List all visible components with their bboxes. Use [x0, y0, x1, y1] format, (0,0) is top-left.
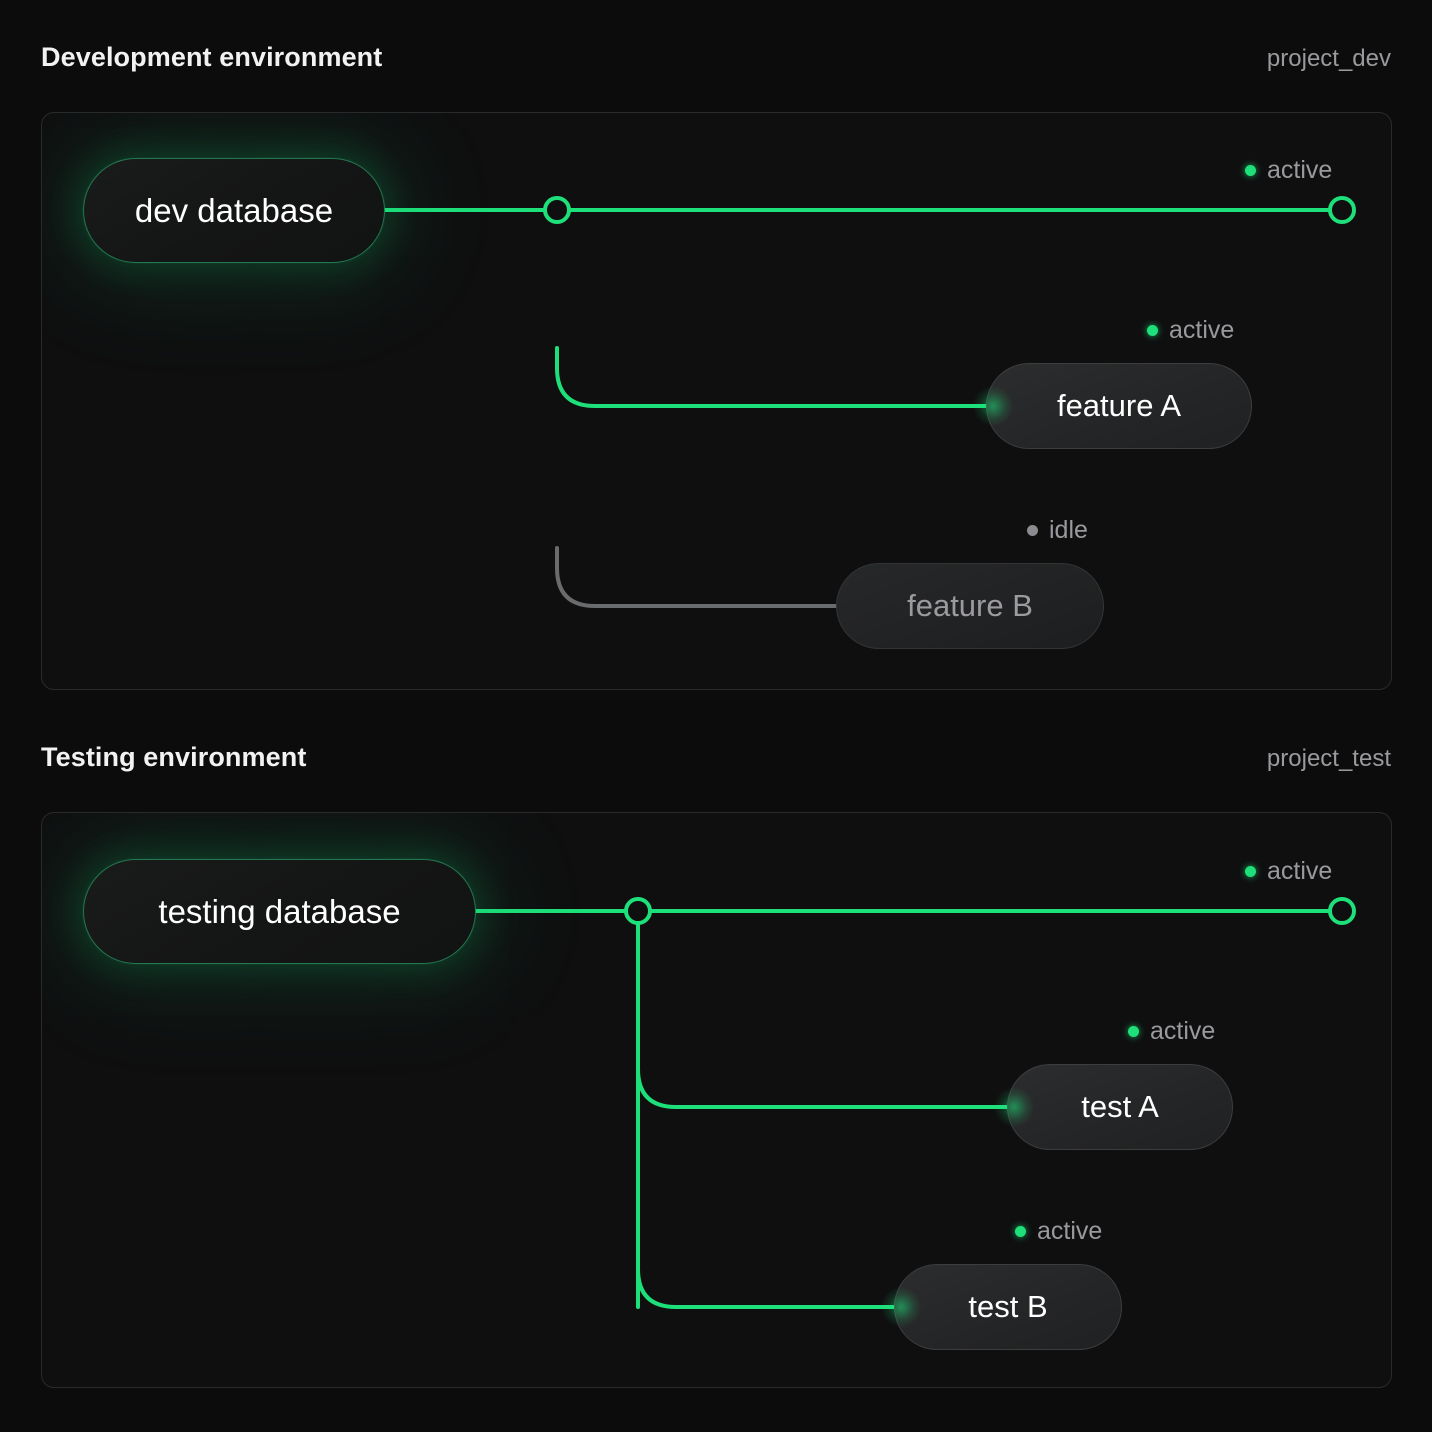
node-testing-database-label: testing database — [158, 892, 401, 930]
endpoint-node-testing[interactable] — [1328, 897, 1356, 925]
graph-panel-testing: testing database active active test A — [41, 812, 1392, 1388]
node-test-a-label: test A — [1081, 1089, 1159, 1124]
status-label-endpoint-testing: active — [1267, 857, 1333, 885]
project-name-testing: project_test — [1266, 745, 1391, 772]
status-label-test-b: active — [1037, 1217, 1103, 1245]
node-feature-b[interactable]: feature B — [836, 563, 1104, 649]
endpoint-node-development[interactable] — [1328, 196, 1356, 224]
edge-branch-feature-b — [555, 546, 840, 608]
edge-branch-feature-a — [555, 346, 991, 408]
node-feature-a[interactable]: feature A — [986, 363, 1252, 449]
node-test-b-label: test B — [968, 1289, 1048, 1324]
section-header-testing: Testing environment project_test — [41, 742, 1391, 782]
section-testing-environment: Testing environment project_test — [0, 700, 1432, 1432]
status-label-test-a: active — [1150, 1017, 1216, 1045]
status-dot-active-icon — [1245, 165, 1256, 176]
edge-branch-test-a — [636, 1047, 1012, 1109]
connection-lines-testing — [474, 897, 1356, 1309]
status-label-endpoint-development: active — [1267, 156, 1333, 184]
connection-lines-development — [383, 196, 1356, 608]
junction-node-development[interactable] — [543, 196, 571, 224]
section-header-development: Development environment project_dev — [41, 42, 1391, 82]
status-badge-test-b: active — [1015, 1219, 1102, 1244]
status-dot-active-icon — [1245, 866, 1256, 877]
graph-canvas-testing: testing database active active test A — [42, 813, 1391, 1387]
status-badge-feature-a: active — [1147, 318, 1234, 343]
node-feature-a-label: feature A — [1056, 388, 1182, 423]
status-dot-active-icon — [1128, 1026, 1139, 1037]
junction-node-testing[interactable] — [624, 897, 652, 925]
node-test-a[interactable]: test A — [1007, 1064, 1233, 1150]
status-dot-idle-icon — [1027, 525, 1038, 536]
status-dot-active-icon — [1015, 1226, 1026, 1237]
edge-branch-test-b — [636, 1247, 898, 1309]
section-development-environment: Development environment project_dev — [0, 0, 1432, 712]
node-test-b[interactable]: test B — [894, 1264, 1122, 1350]
page-title-testing: Testing environment — [41, 742, 307, 772]
status-badge-endpoint-testing: active — [1245, 859, 1332, 884]
node-feature-b-label: feature B — [907, 588, 1033, 623]
status-badge-test-a: active — [1128, 1019, 1215, 1044]
status-badge-feature-b: idle — [1027, 518, 1088, 543]
status-label-feature-b: idle — [1049, 516, 1088, 544]
status-label-feature-a: active — [1169, 316, 1235, 344]
node-dev-database[interactable]: dev database — [83, 158, 385, 263]
project-name-development: project_dev — [1266, 45, 1391, 72]
status-dot-active-icon — [1147, 325, 1158, 336]
node-dev-database-label: dev database — [134, 191, 334, 229]
graph-panel-development: dev database active active feature A — [41, 112, 1392, 690]
node-testing-database[interactable]: testing database — [83, 859, 476, 964]
graph-canvas-development: dev database active active feature A — [42, 113, 1391, 689]
page-title-development: Development environment — [41, 42, 383, 72]
status-badge-endpoint-development: active — [1245, 158, 1332, 183]
